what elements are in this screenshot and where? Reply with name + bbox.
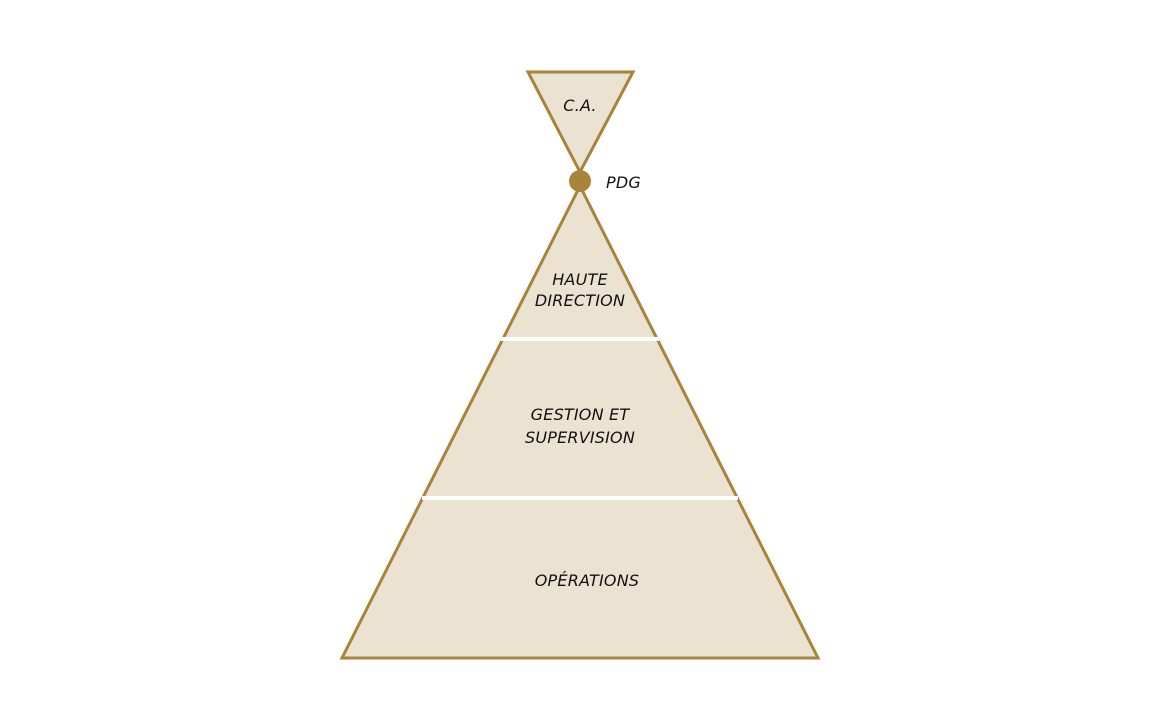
level-bottom-label: OPÉRATIONS: [487, 570, 687, 591]
ceo-label-text: PDG: [606, 173, 641, 192]
level-middle-line1: GESTION ET: [530, 405, 630, 424]
level-top-line1: HAUTE: [552, 270, 608, 289]
pyramid-outline: [339, 182, 821, 660]
board-triangle-outline: [525, 70, 636, 176]
board-label-text: C.A.: [563, 96, 597, 115]
board-triangle-fill: [528, 72, 633, 172]
board-label: C.A.: [530, 95, 630, 116]
level-bottom-line1: OPÉRATIONS: [534, 571, 640, 590]
ceo-node: [569, 170, 591, 192]
ceo-label: PDG: [606, 172, 641, 193]
level-middle-line2: SUPERVISION: [524, 428, 636, 447]
pyramid-fill: [342, 186, 818, 658]
level-top-line2: DIRECTION: [534, 291, 626, 310]
level-middle-label: GESTION ET SUPERVISION: [480, 403, 680, 449]
level-top-label: HAUTE DIRECTION: [500, 269, 660, 311]
